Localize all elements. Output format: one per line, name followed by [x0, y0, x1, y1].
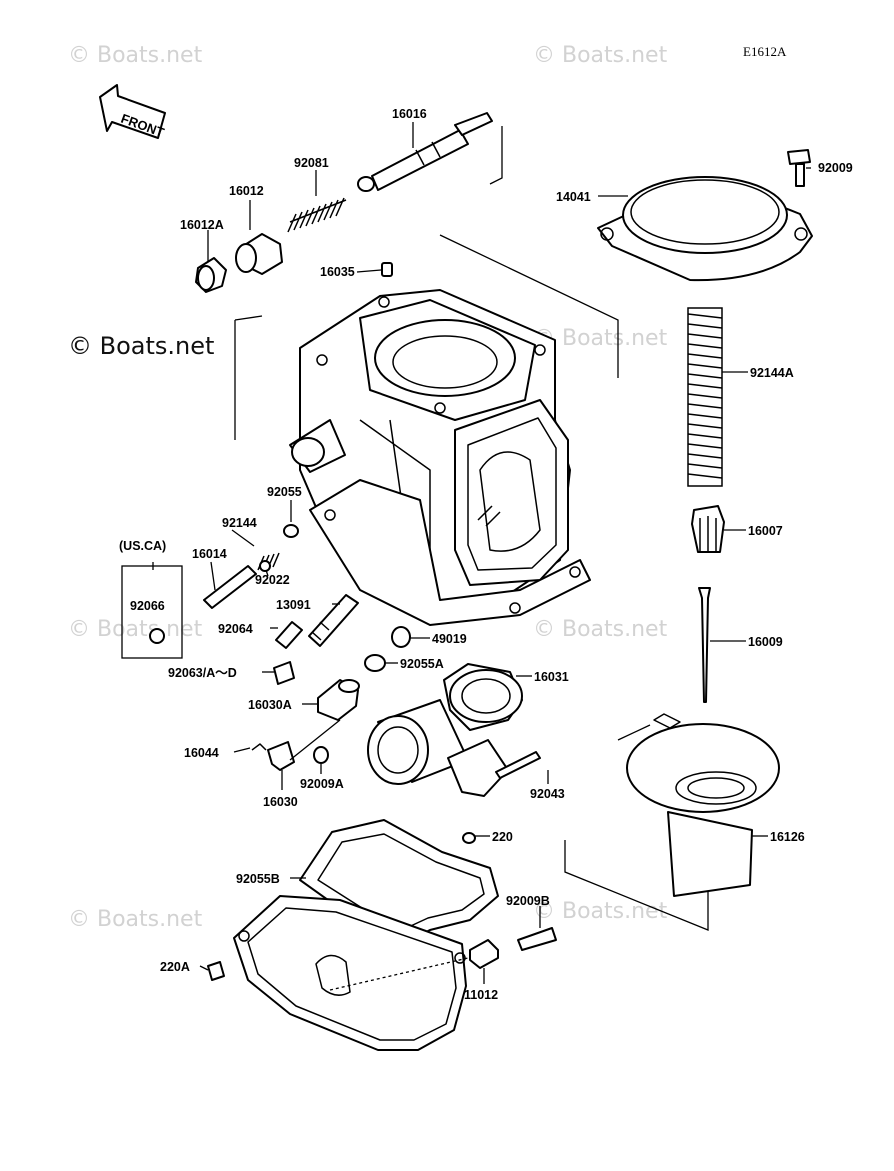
part-label: 220A — [160, 960, 190, 974]
set-screw-16035 — [381, 262, 393, 277]
part-label: 92009A — [300, 777, 344, 791]
watermark: © Boats.net — [68, 332, 214, 360]
watermark: © Boats.net — [533, 617, 668, 642]
watermark: © Boats.net — [68, 617, 203, 642]
part-label: 92055B — [236, 872, 280, 886]
watermark: © Boats.net — [533, 899, 668, 924]
leader-lines — [152, 122, 811, 984]
starter-plunger-group — [195, 112, 503, 293]
front-arrow-icon: FRONT — [99, 84, 166, 140]
part-label: 16012 — [229, 184, 264, 198]
vacuum-chamber-group — [564, 149, 813, 931]
part-label: 16014 — [192, 547, 227, 561]
part-labels: 16016 92081 16012 16012A 16035 14041 920… — [119, 107, 853, 1002]
part-label: 16012A — [180, 218, 224, 232]
part-label: 16035 — [320, 265, 355, 279]
us-ca-label: (US.CA) — [119, 539, 166, 553]
float-group — [367, 663, 541, 844]
part-label: 92022 — [255, 573, 290, 587]
part-label: 16009 — [748, 635, 783, 649]
part-label: 92009 — [818, 161, 853, 175]
carburetor-body — [234, 234, 619, 626]
part-label: 14041 — [556, 190, 591, 204]
watermark: © Boats.net — [533, 43, 668, 68]
part-label: 16030A — [248, 698, 292, 712]
part-label: 49019 — [432, 632, 467, 646]
float-bowl-group — [207, 819, 557, 1051]
watermark: © Boats.net — [68, 907, 203, 932]
part-label: 16126 — [770, 830, 805, 844]
part-label: 16031 — [534, 670, 569, 684]
watermark: © Boats.net — [68, 43, 203, 68]
part-label: 13091 — [276, 598, 311, 612]
part-label: 92081 — [294, 156, 329, 170]
part-label: 16007 — [748, 524, 783, 538]
part-label: 16044 — [184, 746, 219, 760]
part-label: 92009B — [506, 894, 550, 908]
part-label: 11012 — [464, 988, 498, 1002]
watermark-layer: © Boats.net © Boats.net © Boats.net © Bo… — [68, 43, 668, 932]
part-label: 220 — [492, 830, 513, 844]
part-label: 92063/A～D — [168, 666, 237, 680]
part-label: 92144A — [750, 366, 794, 380]
us-ca-variant-box — [121, 565, 183, 659]
part-label: 92144 — [222, 516, 257, 530]
part-label: 92066 — [130, 599, 165, 613]
part-label: 92064 — [218, 622, 253, 636]
part-label: 92055A — [400, 657, 444, 671]
part-label: 16016 — [392, 107, 427, 121]
part-label: 16030 — [263, 795, 298, 809]
part-label: 92043 — [530, 787, 565, 801]
part-label: 92055 — [267, 485, 302, 499]
diagram-code: E1612A — [743, 44, 787, 59]
